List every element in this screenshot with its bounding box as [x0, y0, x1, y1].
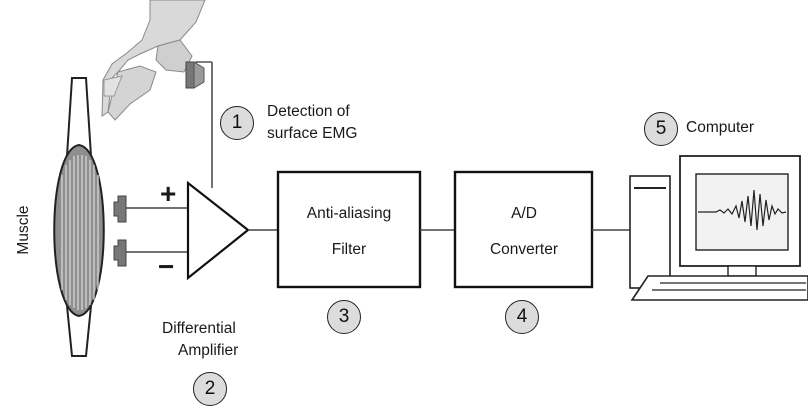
- amplifier-label-line1: Differential: [162, 320, 236, 337]
- step-1-circle: 1: [220, 106, 254, 140]
- computer-illustration: [629, 155, 808, 301]
- reference-electrode: [185, 61, 213, 188]
- filter-label-line1: Anti-aliasing: [306, 205, 392, 222]
- surface-electrodes: [113, 195, 188, 267]
- differential-amplifier: [186, 180, 278, 281]
- ad-converter-box: [453, 170, 632, 289]
- step-2-circle: 2: [193, 372, 227, 406]
- converter-label-line2: Converter: [489, 241, 559, 258]
- converter-label-line1: A/D: [511, 205, 537, 222]
- bone-joint-illustration: [101, 0, 206, 121]
- detection-label-line2: surface EMG: [267, 125, 358, 142]
- minus-sign: −: [158, 251, 175, 282]
- step-3-circle: 3: [327, 300, 361, 334]
- computer-label: Computer: [686, 119, 755, 136]
- detection-label-line1: Detection of: [267, 103, 350, 120]
- muscle-illustration: [53, 77, 105, 357]
- filter-label-line2: Filter: [331, 241, 367, 258]
- plus-sign: +: [160, 178, 177, 209]
- muscle-label: Muscle: [15, 205, 32, 255]
- amplifier-label-line2: Amplifier: [178, 342, 239, 359]
- anti-aliasing-filter-box: [276, 170, 455, 289]
- step-5-circle: 5: [644, 112, 678, 146]
- step-4-circle: 4: [505, 300, 539, 334]
